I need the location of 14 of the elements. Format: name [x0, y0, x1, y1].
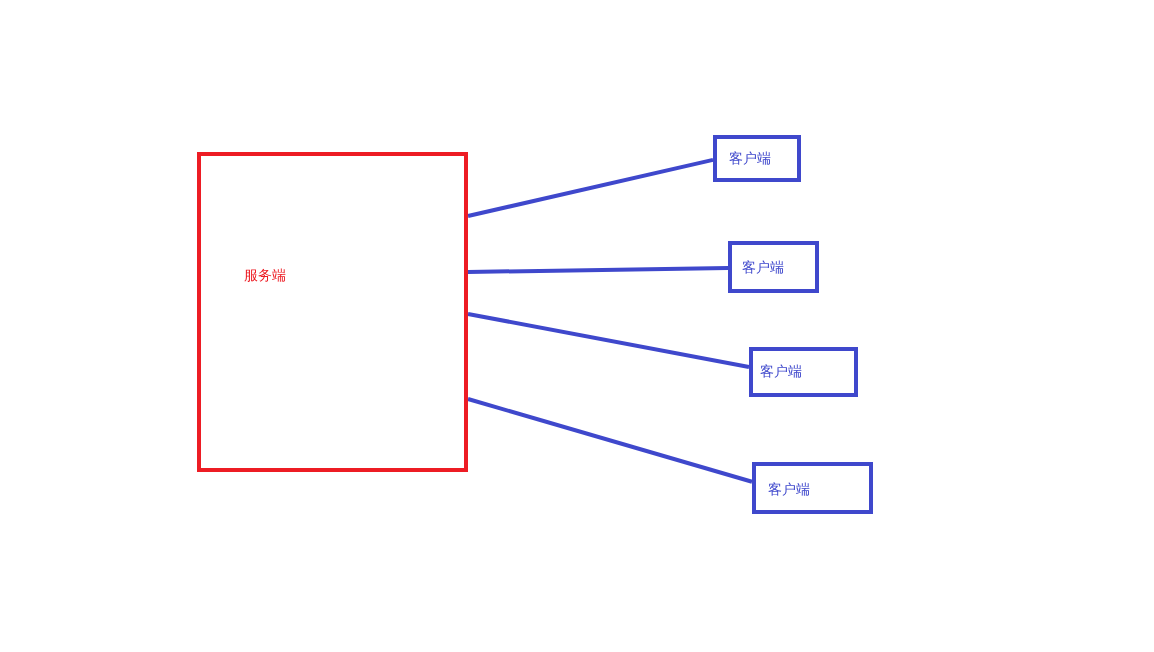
- client-label: 客户端: [768, 481, 810, 497]
- connector-line: [467, 397, 753, 484]
- client-box: [749, 347, 858, 397]
- connector-line: [467, 157, 714, 218]
- client-label: 客户端: [760, 363, 802, 379]
- server-label: 服务端: [244, 267, 286, 283]
- connector-line: [467, 311, 750, 369]
- client-label: 客户端: [729, 150, 771, 166]
- client-box: [713, 135, 801, 182]
- client-box: [752, 462, 873, 514]
- connector-line: [467, 266, 729, 274]
- client-box: [728, 241, 819, 293]
- server-box: [197, 152, 468, 472]
- client-label: 客户端: [742, 259, 784, 275]
